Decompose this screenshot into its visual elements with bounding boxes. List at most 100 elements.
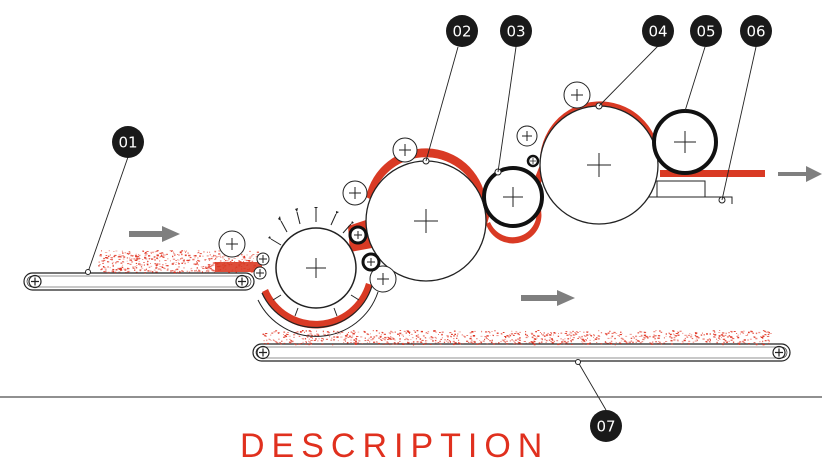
- fiber-speck: [172, 255, 174, 258]
- fiber-speck: [156, 266, 158, 269]
- fiber-speck: [677, 332, 679, 334]
- fiber-speck: [486, 335, 489, 337]
- fiber-speck: [694, 334, 697, 336]
- fiber-speck: [366, 333, 369, 335]
- badge-label: 03: [506, 23, 525, 41]
- fiber-speck: [405, 343, 407, 345]
- fiber-speck: [694, 340, 697, 342]
- fiber-speck: [115, 261, 118, 263]
- fiber-speck: [503, 341, 507, 343]
- fiber-speck: [510, 335, 512, 337]
- fiber-speck: [148, 255, 150, 257]
- fiber-speck: [115, 269, 118, 271]
- fiber-speck: [135, 271, 138, 273]
- fiber-speck: [143, 262, 145, 263]
- fiber-speck: [126, 252, 129, 255]
- fiber-speck: [679, 330, 682, 332]
- fiber-speck: [131, 258, 133, 260]
- fiber-speck: [190, 268, 192, 270]
- fiber-speck: [614, 343, 616, 346]
- fiber-speck: [710, 339, 711, 341]
- fiber-speck: [323, 334, 327, 336]
- fiber-speck: [762, 344, 765, 346]
- fiber-speck: [469, 337, 472, 340]
- fiber-speck: [143, 269, 147, 271]
- fiber-speck: [378, 337, 381, 339]
- fiber-speck: [614, 337, 616, 340]
- fiber-speck: [560, 332, 563, 334]
- fiber-speck: [150, 251, 152, 253]
- fiber-speck: [722, 335, 725, 337]
- fiber-speck: [676, 339, 679, 341]
- fiber-speck: [405, 337, 407, 339]
- fiber-speck: [333, 330, 335, 333]
- fiber-speck: [140, 266, 143, 268]
- fiber-speck: [126, 270, 130, 273]
- fiber-speck: [251, 260, 254, 263]
- fiber-speck: [690, 334, 693, 336]
- fiber-speck: [568, 333, 571, 336]
- fiber-speck: [653, 331, 656, 333]
- fiber-speck: [159, 252, 162, 254]
- fiber-speck: [152, 271, 154, 273]
- fiber-speck: [135, 259, 138, 261]
- fiber-speck: [718, 332, 721, 333]
- fiber-speck: [670, 337, 673, 339]
- fiber-speck: [406, 338, 409, 340]
- fiber-speck: [648, 335, 651, 338]
- fiber-speck: [217, 256, 220, 257]
- fiber-speck: [518, 342, 521, 344]
- fiber-speck: [593, 337, 594, 338]
- fiber-speck: [159, 256, 161, 258]
- fiber-speck: [447, 336, 449, 338]
- fiber-speck: [434, 342, 437, 344]
- fiber-speck: [443, 341, 445, 343]
- fiber-speck: [553, 340, 555, 343]
- fiber-speck: [435, 331, 437, 333]
- fiber-speck: [278, 338, 280, 340]
- arrow-right-icon: [778, 166, 822, 182]
- fiber-speck: [401, 342, 404, 344]
- fiber-speck: [552, 339, 554, 341]
- fiber-speck: [557, 343, 560, 346]
- fiber-speck: [585, 339, 587, 342]
- fiber-speck: [218, 253, 221, 255]
- fiber-speck: [466, 340, 469, 342]
- fiber-speck: [237, 255, 239, 257]
- fiber-speck: [725, 332, 727, 335]
- fiber-speck: [485, 337, 487, 339]
- fiber-speck: [255, 256, 258, 258]
- fiber-speck: [155, 264, 159, 266]
- fiber-speck: [191, 267, 193, 269]
- fiber-speck: [147, 270, 150, 272]
- fiber-speck: [151, 258, 154, 260]
- fiber-speck: [730, 330, 733, 332]
- fiber-speck: [618, 341, 621, 344]
- fiber-speck: [425, 340, 428, 342]
- fiber-speck: [466, 335, 469, 336]
- fiber-speck: [173, 270, 175, 272]
- fiber-speck: [535, 331, 537, 333]
- fiber-speck: [390, 339, 393, 340]
- fiber-speck: [535, 339, 537, 340]
- fiber-speck: [659, 330, 661, 332]
- fiber-speck: [127, 268, 130, 270]
- fiber-speck: [590, 335, 593, 337]
- fiber-speck: [478, 342, 481, 345]
- fiber-speck: [453, 338, 455, 340]
- fiber-speck: [567, 343, 569, 345]
- fiber-speck: [424, 337, 426, 339]
- fiber-speck: [139, 269, 142, 271]
- fiber-speck: [447, 339, 449, 340]
- fiber-speck: [542, 334, 544, 336]
- fiber-speck: [336, 331, 339, 332]
- fiber-speck: [652, 336, 655, 338]
- fiber-speck: [123, 255, 125, 257]
- fiber-speck: [353, 339, 356, 341]
- fiber-speck: [705, 341, 707, 342]
- fiber-speck: [308, 341, 311, 343]
- fiber-speck: [768, 340, 770, 342]
- fiber-speck: [543, 332, 545, 334]
- fiber-speck: [141, 264, 143, 266]
- fiber-speck: [740, 331, 743, 333]
